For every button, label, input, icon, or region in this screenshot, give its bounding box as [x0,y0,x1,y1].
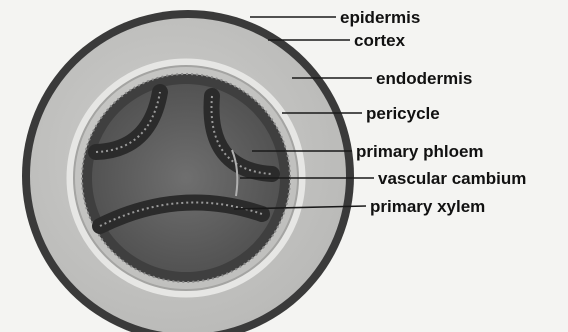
label-endodermis: endodermis [376,69,472,88]
label-pericycle: pericycle [366,104,440,123]
label-primary-phloem: primary phloem [356,142,484,161]
label-group: epidermis cortex endodermis pericycle pr… [340,8,526,216]
label-epidermis: epidermis [340,8,420,27]
label-vascular-cambium: vascular cambium [378,169,526,188]
label-primary-xylem: primary xylem [370,197,485,216]
label-cortex: cortex [354,31,406,50]
